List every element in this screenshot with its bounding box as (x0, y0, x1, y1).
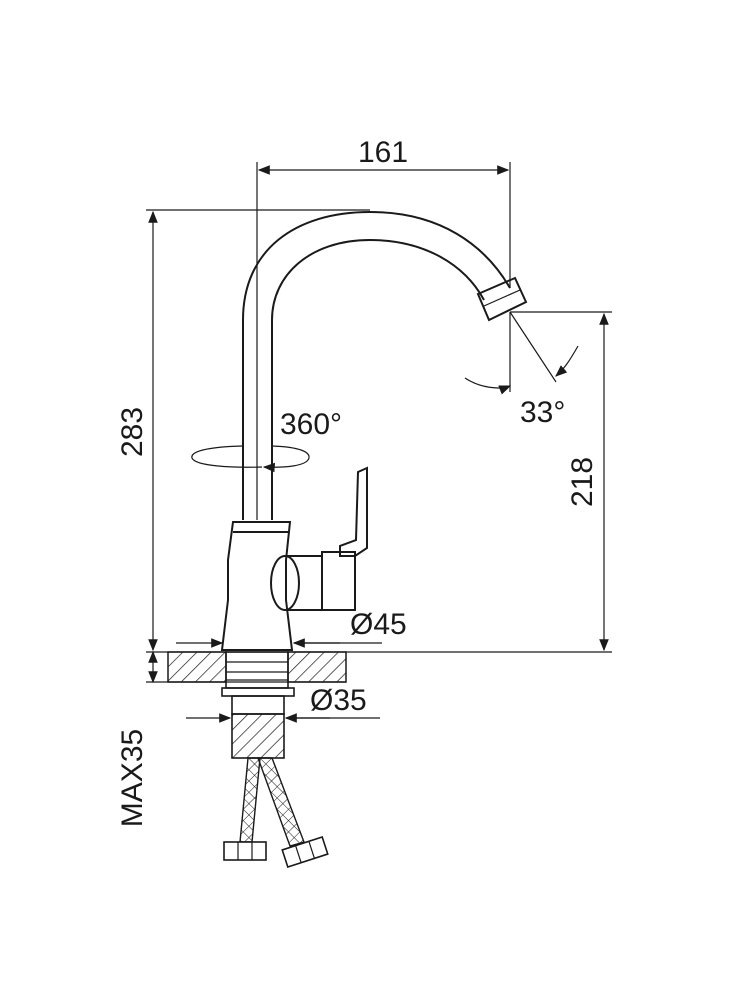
dimension-total-height: 283 (116, 209, 370, 652)
base-diameter-label: Ø45 (350, 608, 407, 641)
swivel-angle-label: 360° (280, 408, 342, 441)
total-height-label: 283 (116, 407, 149, 457)
shank-diameter-label: Ø35 (310, 684, 367, 717)
spout-height-label: 218 (566, 457, 599, 507)
spout (242, 210, 528, 520)
dimension-max-deck-thickness: MAX35 (116, 650, 158, 827)
faucet-body (220, 466, 368, 651)
dimension-base-diameter: Ø45 (176, 608, 407, 648)
dimension-shank-diameter: Ø35 (186, 684, 380, 723)
max-deck-thickness-label: MAX35 (116, 729, 149, 827)
aerator (476, 276, 528, 322)
aerator-angle-indicator: 33° (464, 311, 579, 429)
supply-hoses (223, 757, 329, 869)
dimension-spout-reach: 161 (256, 136, 511, 330)
aerator-angle-label: 33° (520, 396, 565, 429)
lever-handle (339, 466, 368, 557)
shank (221, 651, 295, 759)
spout-reach-label: 161 (358, 136, 408, 169)
dimension-spout-height: 218 (346, 311, 612, 653)
countertop-section (146, 651, 347, 683)
swivel-indicator: 360° (191, 408, 342, 473)
